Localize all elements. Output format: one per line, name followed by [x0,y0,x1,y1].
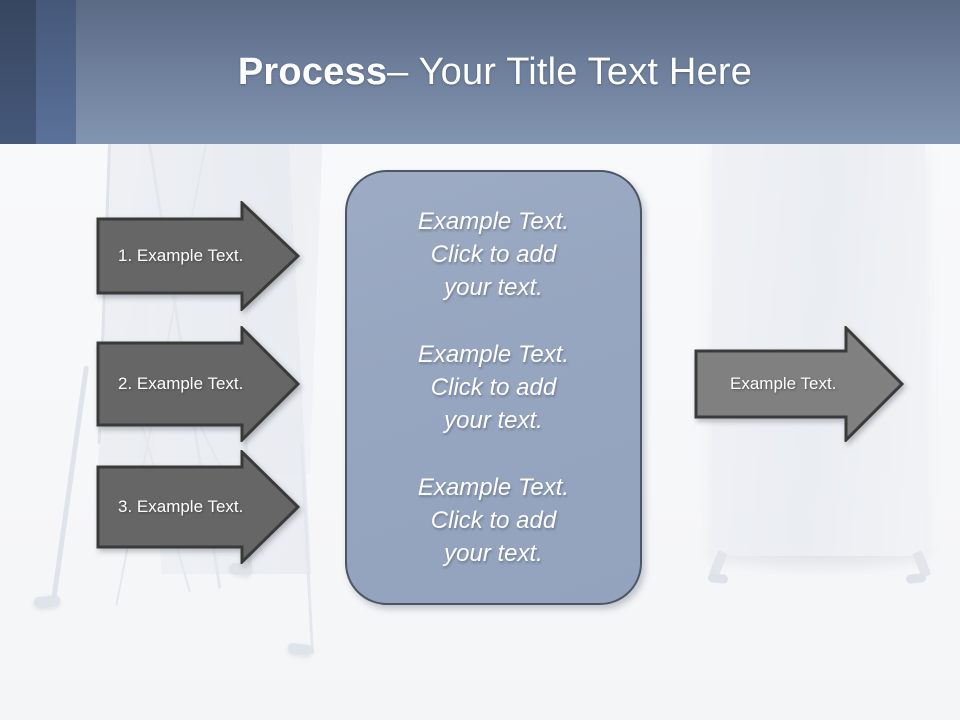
process-step-arrow-2[interactable]: 2. Example Text. [96,326,300,442]
content-block-3-line-2: Click to add [430,507,557,534]
content-block-2-line-1: Example Text. [417,341,570,368]
content-block-1-line-1: Example Text. [417,208,570,235]
right-banner-foot-a [707,572,729,585]
arrow-right-icon [694,326,904,442]
content-block-1-line-3: your text. [444,274,543,301]
content-block-1: Example Text. Click to add your text. [418,205,569,304]
content-block-2: Example Text. Click to add your text. [418,338,569,437]
banner-foot-left [33,594,61,609]
content-block-2-line-3: your text. [444,407,543,434]
arrow-right-icon [96,326,300,442]
content-block-3: Example Text. Click to add your text. [418,471,569,570]
content-panel[interactable]: Example Text. Click to add your text. Ex… [345,170,642,605]
title-bar: Process – Your Title Text Here [0,0,960,144]
content-block-3-line-3: your text. [444,540,543,567]
content-block-1-line-2: Click to add [430,241,557,268]
title-bar-accent-dark [0,0,36,144]
page-title-bold: Process [237,50,388,93]
title-bar-accent-mid [36,0,76,144]
banner-foot-rear [287,642,313,656]
page-title-rest: – Your Title Text Here [387,50,753,93]
arrow-right-icon [96,201,300,311]
arrow-right-icon [96,450,300,564]
content-block-3-line-1: Example Text. [417,474,570,501]
page-title: Process – Your Title Text Here [0,0,960,144]
process-result-arrow[interactable]: Example Text. [694,326,904,442]
process-step-arrow-3[interactable]: 3. Example Text. [96,450,300,564]
right-banner-foot-b [905,572,927,585]
content-block-2-line-2: Click to add [430,374,557,401]
banner-leg-left-main [50,365,89,605]
process-step-arrow-1[interactable]: 1. Example Text. [96,201,300,311]
